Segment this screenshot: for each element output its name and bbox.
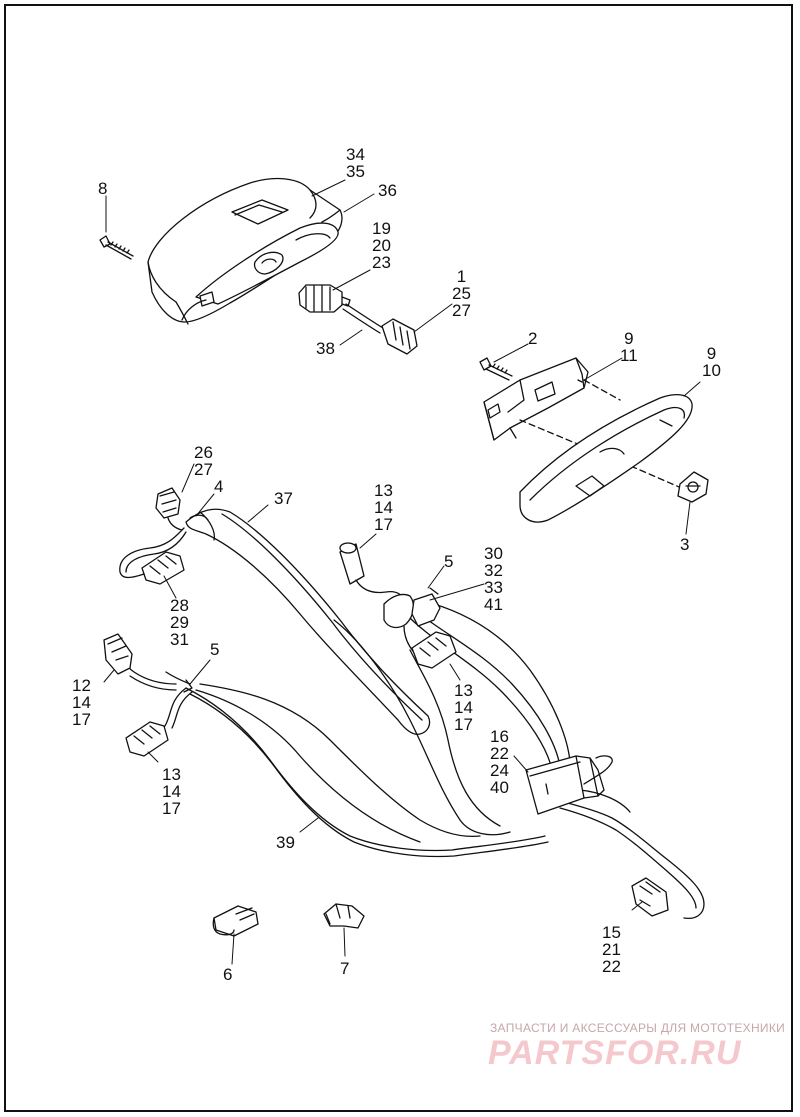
callout-3: 3 <box>680 535 690 554</box>
lamp-cover-9-10 <box>519 393 693 523</box>
callout-5-top: 5 <box>444 552 454 571</box>
leader-lines <box>103 179 701 965</box>
screw-8 <box>99 235 134 260</box>
clip-6 <box>212 905 259 937</box>
watermark-logo[interactable]: PARTSFOR.RU <box>488 1034 742 1072</box>
wire-upper-left-b <box>125 531 187 573</box>
callout-4: 4 <box>214 477 224 496</box>
connector-12-14-17 <box>103 633 133 675</box>
lamp-connector-lead <box>298 284 418 355</box>
wire-upper-left <box>119 527 185 579</box>
screw-2 <box>479 357 513 381</box>
watermark-subtitle: ЗАПЧАСТИ И АКСЕССУАРЫ ДЛЯ МОТОТЕХНИКИ <box>490 1021 786 1035</box>
callout-36: 36 <box>378 181 397 200</box>
callout-38: 38 <box>316 339 335 358</box>
connector-28-29-31 <box>141 551 185 585</box>
callout-6: 6 <box>223 965 233 984</box>
callout-37: 37 <box>274 489 293 508</box>
module-16-22-24-40 <box>525 755 605 815</box>
callout-39: 39 <box>276 833 295 852</box>
connector-13-14-17-left <box>125 721 169 757</box>
main-harness-39 <box>123 599 705 920</box>
clip-7 <box>323 903 365 929</box>
harness-conduit-37 <box>185 508 431 735</box>
tail-lamp-housing <box>147 177 343 325</box>
nut-3 <box>677 471 709 503</box>
callout-7: 7 <box>340 959 350 978</box>
callout-5-left: 5 <box>210 640 220 659</box>
diagram-frame <box>4 4 793 1112</box>
connector-26-27 <box>155 487 183 531</box>
connector-15-21-22 <box>631 877 669 917</box>
connector-13-14-17-mid <box>411 631 457 669</box>
connector-cluster-30-32-33-41 <box>383 587 441 661</box>
callout-2: 2 <box>528 329 538 348</box>
connector-13-14-17-top <box>339 542 407 605</box>
callout-8: 8 <box>98 179 108 198</box>
